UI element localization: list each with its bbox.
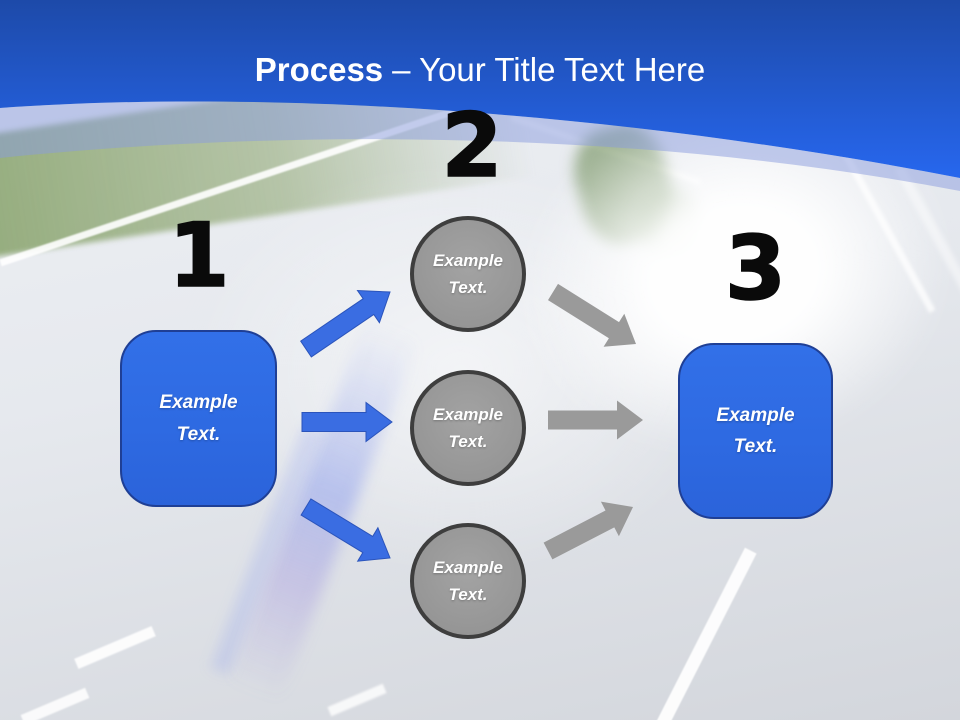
- slide-title: Process– Your Title Text Here: [0, 50, 960, 90]
- process-box-1: Example Text.: [120, 330, 277, 507]
- step-number-1: 1: [168, 204, 231, 307]
- title-emphasis: Process: [254, 51, 384, 88]
- header-curve-fill: [0, 0, 960, 178]
- process-box-3: Example Text.: [678, 343, 833, 519]
- lane-dash-3: [327, 683, 387, 717]
- lane-dash-1: [74, 626, 156, 669]
- process-circle-2-label: Example Text.: [433, 404, 503, 451]
- process-circle-1-label: Example Text.: [433, 250, 503, 297]
- step-number-2: 2: [441, 94, 504, 197]
- process-box-1-label: Example Text.: [159, 392, 238, 445]
- header-banner: [0, 0, 960, 191]
- lane-dash-2: [20, 687, 90, 720]
- title-rest: – Your Title Text Here: [392, 51, 706, 88]
- process-circle-2: Example Text.: [410, 370, 526, 486]
- process-circle-1: Example Text.: [410, 216, 526, 332]
- process-circle-3-label: Example Text.: [433, 557, 503, 604]
- process-circle-3: Example Text.: [410, 523, 526, 639]
- process-box-3-label: Example Text.: [716, 404, 795, 457]
- step-number-3: 3: [724, 217, 787, 320]
- header-curve-band: [0, 101, 960, 191]
